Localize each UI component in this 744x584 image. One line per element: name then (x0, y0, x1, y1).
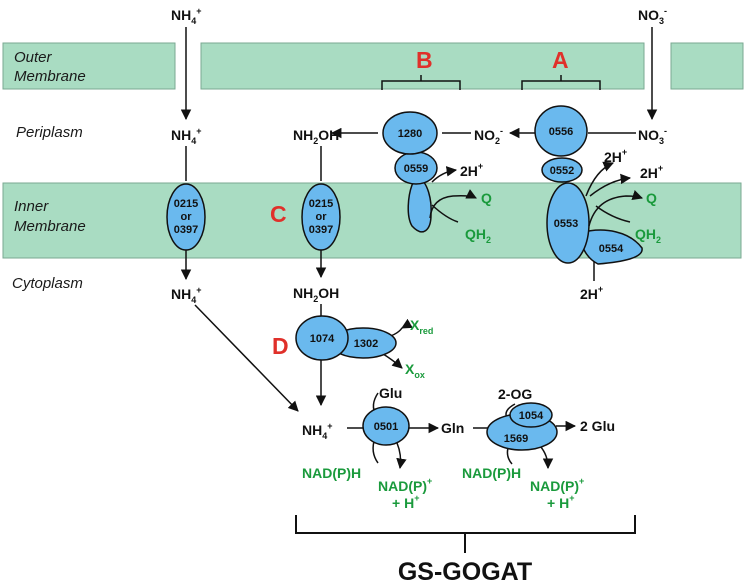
periplasm-label: Periplasm (16, 124, 83, 141)
h-gogat: + H+ (547, 493, 574, 511)
svg-text:0397: 0397 (174, 224, 198, 236)
inner-membrane-label-2: Membrane (14, 218, 86, 235)
label-D: D (272, 333, 289, 359)
h-gs: + H+ (392, 493, 419, 511)
2h-a-bottom: 2H+ (580, 284, 603, 302)
gln: Gln (441, 420, 464, 436)
svg-text:or: or (181, 211, 193, 223)
svg-text:0552: 0552 (550, 165, 574, 177)
no2-periplasm: NO2- (474, 126, 503, 146)
cytoplasm-label: Cytoplasm (12, 275, 83, 292)
gs-gogat-title: GS-GOGAT (398, 558, 532, 584)
nh4-cytoplasm: NH4+ (171, 285, 202, 305)
nadp-gogat: NAD(P)+ (530, 476, 584, 494)
x-ox: Xox (405, 361, 425, 380)
nh4-gs: NH4+ (302, 421, 333, 441)
svg-text:1280: 1280 (398, 128, 422, 140)
2h-a1: 2H+ (604, 147, 627, 165)
no3-top: NO3- (638, 6, 667, 26)
svg-text:0501: 0501 (374, 421, 398, 433)
label-C: C (270, 201, 287, 227)
svg-text:0397: 0397 (309, 224, 333, 236)
gs-0501: 0501 (362, 406, 410, 446)
nh4-top: NH4+ (171, 6, 202, 26)
no3-periplasm: NO3- (638, 126, 667, 146)
transporter-0215-or-0397-right: 0215 or 0397 (301, 183, 341, 251)
inner-membrane-label-1: Inner (14, 198, 49, 215)
nadph-gs: NAD(P)H (302, 465, 361, 481)
complex-1280-0559: 1280 0559 (382, 111, 438, 233)
svg-text:0215: 0215 (174, 198, 198, 210)
svg-text:0554: 0554 (599, 243, 624, 255)
outer-membrane-label-1: Outer (14, 49, 53, 66)
nadph-gogat: NAD(P)H (462, 465, 521, 481)
x-red: Xred (410, 317, 433, 336)
svg-text:0553: 0553 (554, 218, 578, 230)
q-b: Q (481, 190, 492, 206)
outer-membrane (2, 42, 744, 90)
qh2-b: QH2 (465, 226, 491, 245)
svg-text:1302: 1302 (354, 338, 378, 350)
2og: 2-OG (498, 386, 532, 402)
svg-text:1074: 1074 (310, 333, 335, 345)
gs-gogat-bracket (295, 515, 636, 553)
complex-1074-1302: 1074 1302 (295, 315, 397, 361)
outer-membrane-label-2: Membrane (14, 68, 86, 85)
gogat-1569-1054: 1054 1569 (486, 402, 558, 451)
svg-text:0559: 0559 (404, 163, 428, 175)
2-glu: 2 Glu (580, 418, 615, 434)
2h-b: 2H+ (460, 161, 483, 179)
label-A: A (552, 47, 569, 73)
glu-top: Glu (379, 385, 402, 401)
qh2-a: QH2 (635, 226, 661, 245)
2h-a2: 2H+ (640, 163, 663, 181)
nh2oh-periplasm: NH2OH (293, 127, 339, 146)
q-a: Q (646, 190, 657, 206)
transporter-0215-or-0397-left: 0215 or 0397 (166, 183, 206, 251)
svg-text:or: or (316, 211, 328, 223)
svg-text:1054: 1054 (519, 410, 544, 422)
svg-text:0556: 0556 (549, 126, 573, 138)
svg-text:0215: 0215 (309, 198, 333, 210)
nh4-periplasm: NH4+ (171, 126, 202, 146)
nadp-gs: NAD(P)+ (378, 476, 432, 494)
svg-text:1569: 1569 (504, 433, 528, 445)
nh2oh-cytoplasm: NH2OH (293, 285, 339, 304)
label-B: B (416, 47, 433, 73)
complex-nitrate-reductase: 0556 0552 0553 0554 (534, 105, 643, 265)
